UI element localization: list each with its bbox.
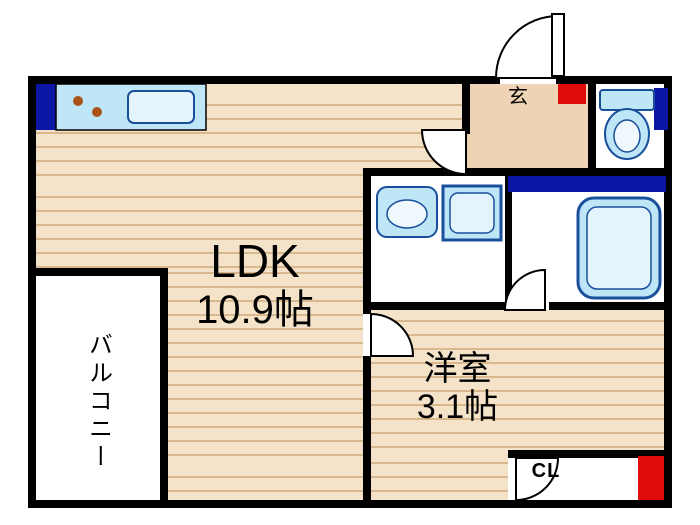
window-marker-toilet <box>654 88 668 130</box>
balcony-label: バルコニー <box>84 332 112 472</box>
ldk-name: LDK <box>210 235 300 287</box>
door-marker-closet <box>638 456 664 500</box>
western-room-label: 洋室 3.1帖 <box>375 350 540 426</box>
wall-washroom-bath <box>505 176 512 302</box>
wall-bath-bottom-left <box>371 302 505 310</box>
window-marker-kitchen <box>36 84 56 130</box>
wall-entrance-left <box>462 76 470 134</box>
wall-bottom <box>28 500 672 508</box>
washbasin-icon <box>376 186 438 238</box>
washing-machine-icon <box>441 184 503 242</box>
wall-ldk-divider-lower <box>363 356 371 508</box>
wall-balcony-right <box>160 268 168 508</box>
wall-entrance-toilet <box>588 76 596 176</box>
wall-closet-top <box>508 450 672 458</box>
western-room-floor <box>371 310 664 450</box>
bathtub-icon <box>576 196 662 300</box>
wall-mid-horizontal <box>363 168 672 176</box>
wall-right <box>664 76 672 508</box>
wall-balcony-top <box>28 268 168 276</box>
western-room-floor-lower <box>371 450 508 500</box>
ldk-floor-upper <box>36 84 462 176</box>
wall-top <box>28 76 672 84</box>
entrance-label: 玄 <box>508 86 528 108</box>
closet-label: CL <box>531 460 561 482</box>
window-marker-bath <box>508 176 666 192</box>
ldk-floor-lower <box>168 268 363 500</box>
ldk-floor-mid <box>36 176 363 268</box>
wall-ldk-divider-upper <box>363 176 371 314</box>
wall-bath-bottom-right <box>549 302 672 310</box>
ldk-size: 10.9帖 <box>196 287 314 332</box>
western-room-size: 3.1帖 <box>416 388 499 427</box>
wall-left <box>28 76 36 508</box>
door-marker-entrance <box>558 84 586 104</box>
ldk-label: LDK 10.9帖 <box>140 235 370 332</box>
entrance-door-icon <box>494 13 565 84</box>
toilet-icon <box>599 89 655 160</box>
western-room-name: 洋室 <box>423 350 492 388</box>
